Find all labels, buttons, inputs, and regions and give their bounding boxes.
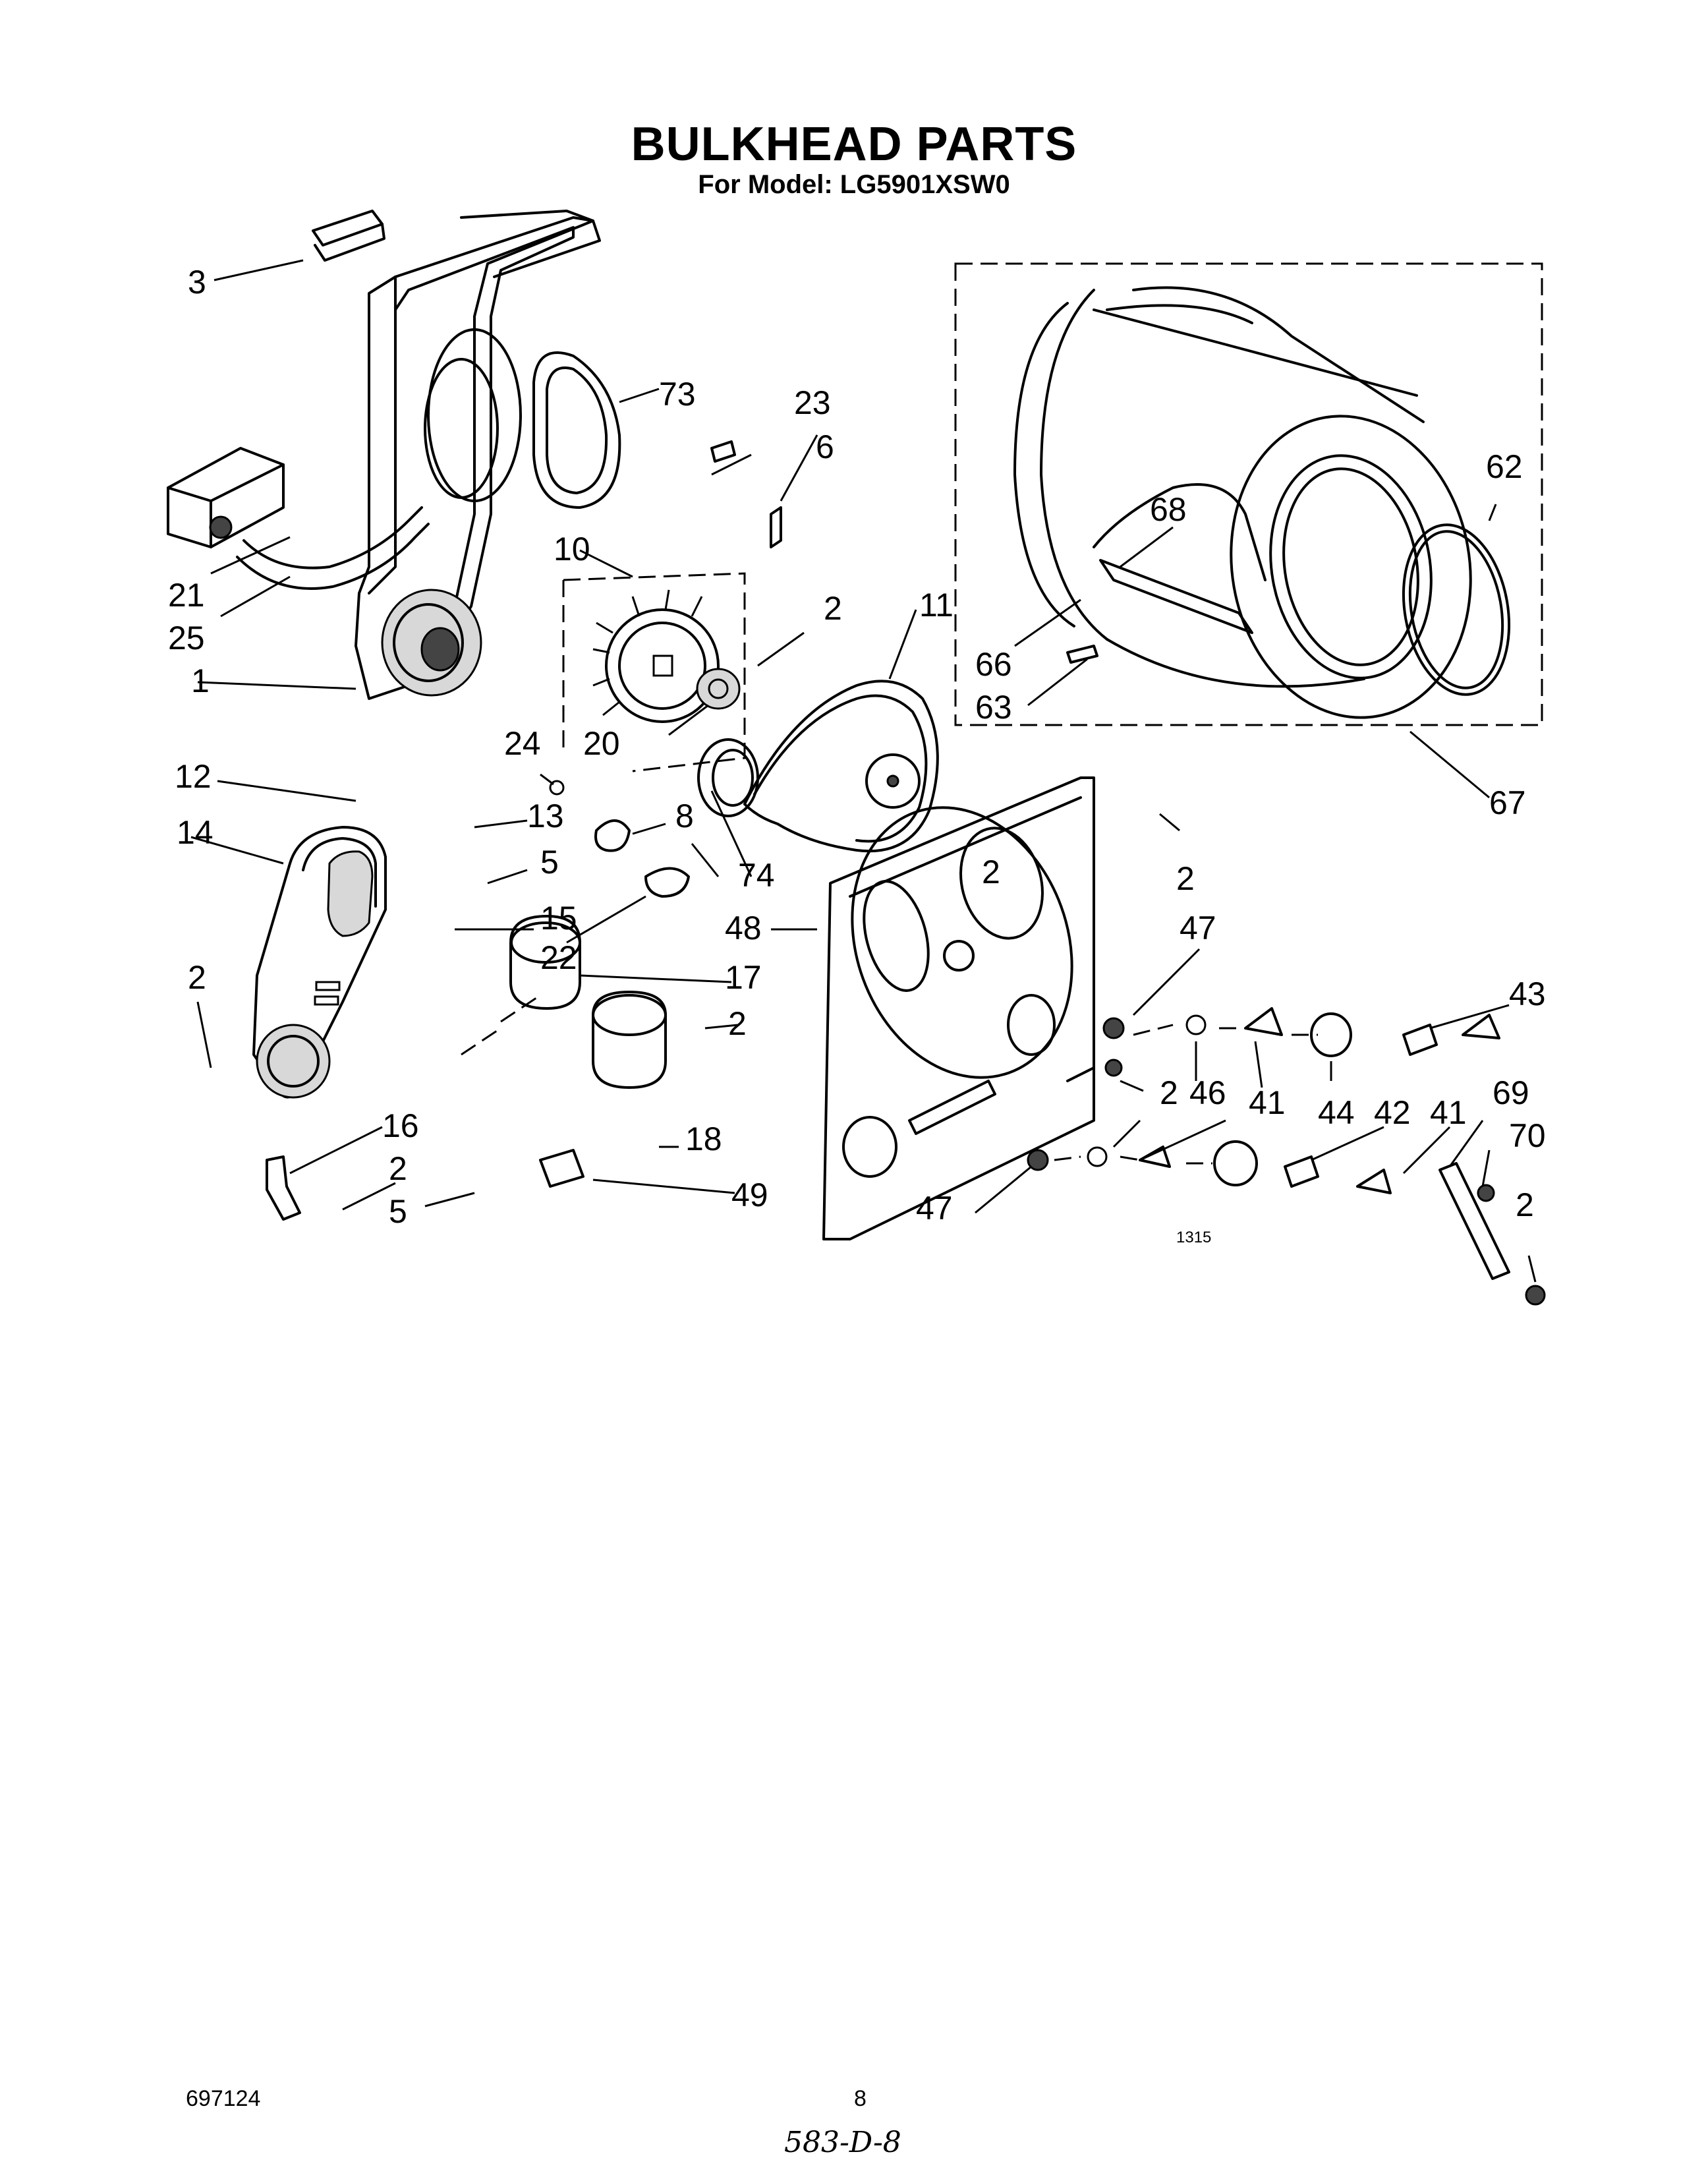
callout-label: 73 xyxy=(659,376,696,413)
callout-label: 21 xyxy=(168,577,205,614)
callout-label: 42 xyxy=(1374,1094,1411,1131)
callout-label: 6 xyxy=(816,428,834,465)
callout-label: 1 xyxy=(191,662,210,699)
part-drum-group xyxy=(954,262,1543,726)
callout-label: 49 xyxy=(731,1177,768,1213)
callout-label: 2 xyxy=(1176,860,1195,897)
part-screw-and-bracket xyxy=(710,440,782,548)
document-part-number: 697124 xyxy=(186,2086,261,2111)
callout-label: 2 xyxy=(824,590,842,627)
callout-label: 66 xyxy=(975,646,1012,683)
callout-label: 47 xyxy=(916,1190,953,1227)
leader-lines xyxy=(190,259,1537,1283)
callout-label: 15 xyxy=(540,900,577,937)
page-title: BULKHEAD PARTS xyxy=(631,118,1077,171)
part-gasket xyxy=(532,351,621,509)
callout-label: 43 xyxy=(1509,975,1546,1012)
callout-label: 70 xyxy=(1509,1117,1546,1154)
part-tab xyxy=(312,210,385,262)
callout-label: 41 xyxy=(1430,1094,1467,1131)
part-duct-assembly xyxy=(355,210,601,700)
callout-label: 8 xyxy=(675,798,694,834)
callout-label: 2 xyxy=(982,854,1000,890)
callout-label: 69 xyxy=(1493,1074,1529,1111)
model-subtitle: For Model: LG5901XSW0 xyxy=(698,170,1010,199)
callout-label: 14 xyxy=(177,814,214,851)
callout-label: 22 xyxy=(540,939,577,976)
part-lint-panel xyxy=(252,826,387,1099)
callout-label: 2 xyxy=(1516,1186,1534,1223)
callout-label: 24 xyxy=(504,725,541,762)
callout-label: 63 xyxy=(975,689,1012,726)
callout-label: 44 xyxy=(1318,1094,1355,1131)
callout-label: 46 xyxy=(1189,1074,1226,1111)
callout-label: 2 xyxy=(389,1150,407,1187)
part-motor xyxy=(509,915,667,1188)
callout-label: 25 xyxy=(168,620,205,656)
part-bracket xyxy=(266,1155,301,1221)
callout-label: 41 xyxy=(1249,1084,1286,1121)
callout-label: 68 xyxy=(1150,491,1187,528)
callout-label: 2 xyxy=(728,1005,747,1042)
callout-label: 18 xyxy=(685,1120,722,1157)
callout-label: 2 xyxy=(188,959,206,996)
callout-label: 11 xyxy=(919,587,954,624)
callout-label: 3 xyxy=(188,264,206,301)
callout-label: 5 xyxy=(389,1193,407,1230)
callout-label: 62 xyxy=(1486,448,1523,485)
callout-label: 23 xyxy=(794,384,831,421)
callout-label: 12 xyxy=(175,758,212,795)
part-blower-housing xyxy=(743,680,939,853)
callout-label: 5 xyxy=(540,844,559,881)
callout-label: 74 xyxy=(738,857,775,894)
callout-label: 13 xyxy=(527,798,564,834)
callout-label: 17 xyxy=(725,959,762,996)
part-seal xyxy=(697,738,759,817)
handwritten-note: 583-D-8 xyxy=(784,2126,901,2159)
callout-label: 47 xyxy=(1180,910,1216,946)
part-sensor-box-and-hose xyxy=(167,447,430,590)
part-roller-hardware xyxy=(1027,1007,1546,1306)
part-blower-wheel-group xyxy=(562,572,746,772)
callout-label: 10 xyxy=(554,531,590,567)
part-small-fittings xyxy=(549,780,690,898)
callout-label: 2 xyxy=(1160,1074,1178,1111)
callout-label: 48 xyxy=(725,910,762,946)
figure-code: 1315 xyxy=(1176,1229,1211,1246)
callout-label: 20 xyxy=(583,725,620,762)
callout-label: 16 xyxy=(382,1107,419,1144)
page-number: 8 xyxy=(854,2086,867,2111)
part-bulkhead xyxy=(822,776,1095,1240)
callout-labels: 3 73 23 6 21 25 1 10 2 20 11 68 62 66 63… xyxy=(168,264,1546,1246)
callout-label: 67 xyxy=(1489,784,1526,821)
